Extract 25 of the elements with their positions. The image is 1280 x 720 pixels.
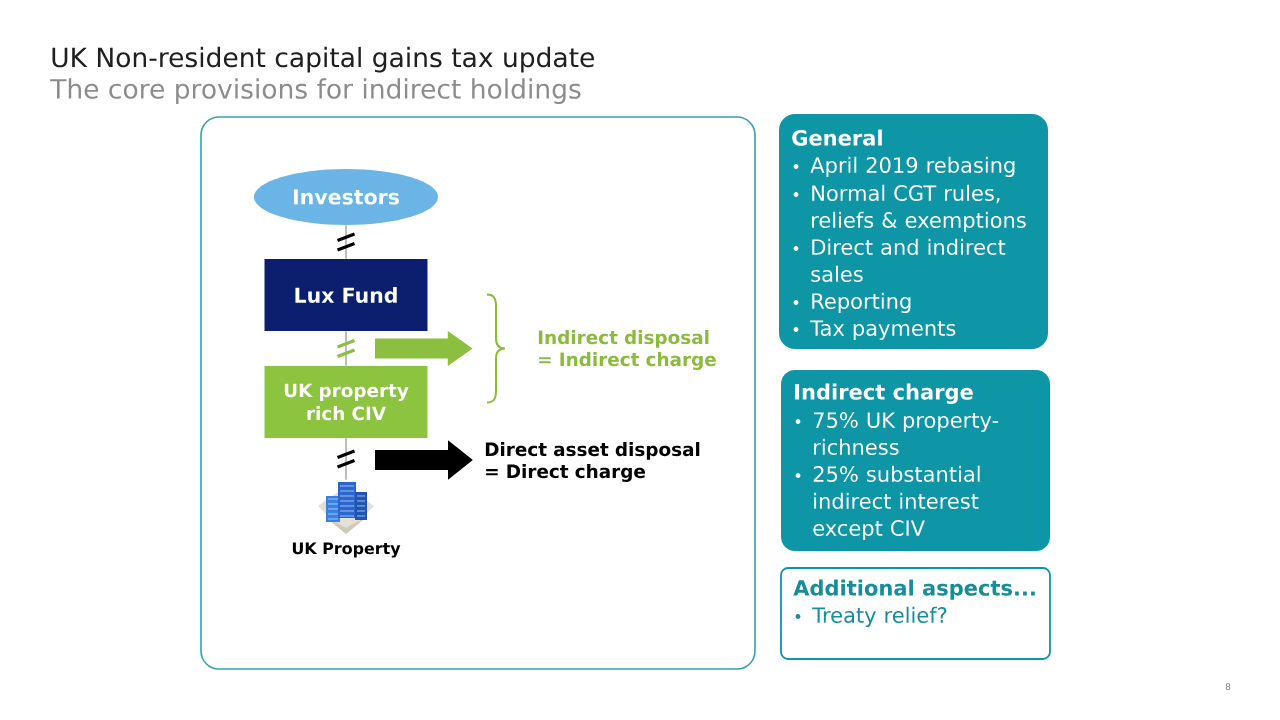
picture-caption: UK Property	[292, 542, 401, 558]
page-number: 8	[1225, 683, 1231, 691]
slide-title: UK Non-resident capital gains tax update	[52, 46, 594, 73]
info-panel	[779, 114, 1048, 349]
bullet-text: Reporting	[812, 292, 911, 314]
connector-line	[335, 330, 357, 367]
panel-heading: General	[792, 129, 882, 146]
panel-heading: Additional aspects...	[793, 579, 1035, 600]
annotation-text: Indirect disposal = Indirect charge	[538, 330, 716, 370]
bullet-text: 75% UK property-richness	[813, 412, 999, 455]
entity-box: UK property rich CIV	[264, 366, 428, 438]
panel-heading: Indirect charge	[795, 383, 973, 405]
bullet-text: 25% substantial indirect interest except CIV	[813, 465, 980, 541]
bullet-text: Normal CGT rules, reliefs & exemptions	[812, 184, 1026, 233]
bullet-text: Direct and indirect sales	[811, 238, 1006, 282]
bullet-text: April 2019 rebasing	[810, 156, 1015, 178]
connector-line	[335, 437, 357, 481]
connector-line	[335, 224, 357, 260]
annotation-text: Direct asset disposal = Direct charge	[485, 442, 700, 482]
slide-subtitle: The core provisions for indirect holdings	[50, 78, 581, 104]
info-panel	[780, 567, 1051, 660]
bullet-text: Tax payments	[810, 320, 956, 341]
bullet-text: Treaty relief?	[812, 606, 947, 628]
info-panel	[781, 370, 1050, 551]
entity-box: Lux Fund	[264, 259, 428, 331]
